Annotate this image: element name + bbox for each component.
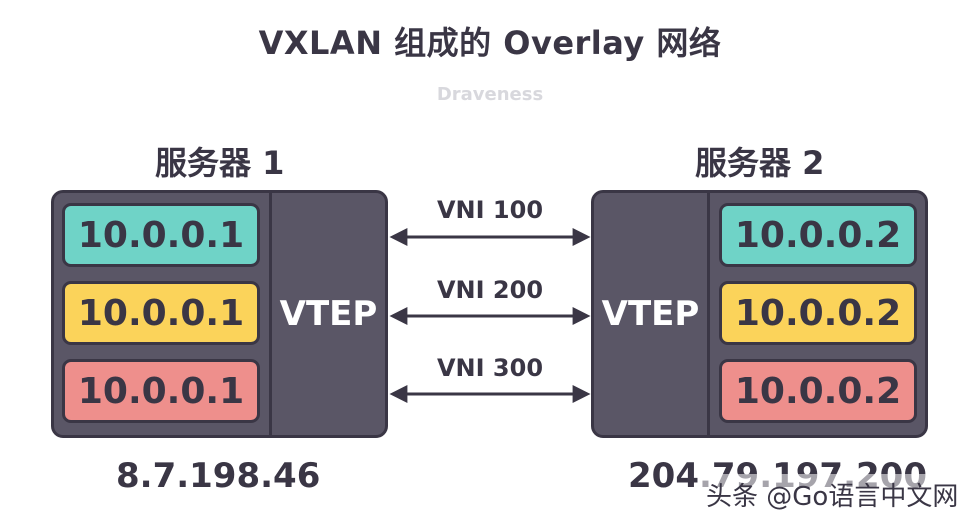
vni-100-label: VNI 100 [436,196,544,224]
server-1-ip-row-3: 10.0.0.1 [62,359,260,423]
server-2-label: 服务器 2 [695,144,825,182]
server-2-ip-row-2: 10.0.0.2 [719,281,917,345]
server-1-vtep: VTEP [269,193,385,435]
server-2-ip-row-3: 10.0.0.2 [719,359,917,423]
vni-300-label: VNI 300 [436,354,544,382]
server-1-ip-row-2: 10.0.0.1 [62,281,260,345]
author-subtitle: Draveness [436,84,544,105]
server-1-label: 服务器 1 [155,144,285,182]
vni-200-label: VNI 200 [436,276,544,304]
diagram-title: VXLAN 组成的 Overlay 网络 [258,24,722,62]
server-2-vtep: VTEP [594,193,710,435]
server-1-address: 8.7.198.46 [116,456,321,496]
watermark: 头条 @Go语言中文网 [700,474,965,515]
watermark-text: 头条 @Go语言中文网 [706,482,959,512]
server-1-ip-row-1: 10.0.0.1 [62,203,260,267]
server-2-box: VTEP 10.0.0.2 10.0.0.2 10.0.0.2 [591,190,928,438]
server-2-ip-row-1: 10.0.0.2 [719,203,917,267]
server-1-box: 10.0.0.1 10.0.0.1 10.0.0.1 VTEP [51,190,388,438]
